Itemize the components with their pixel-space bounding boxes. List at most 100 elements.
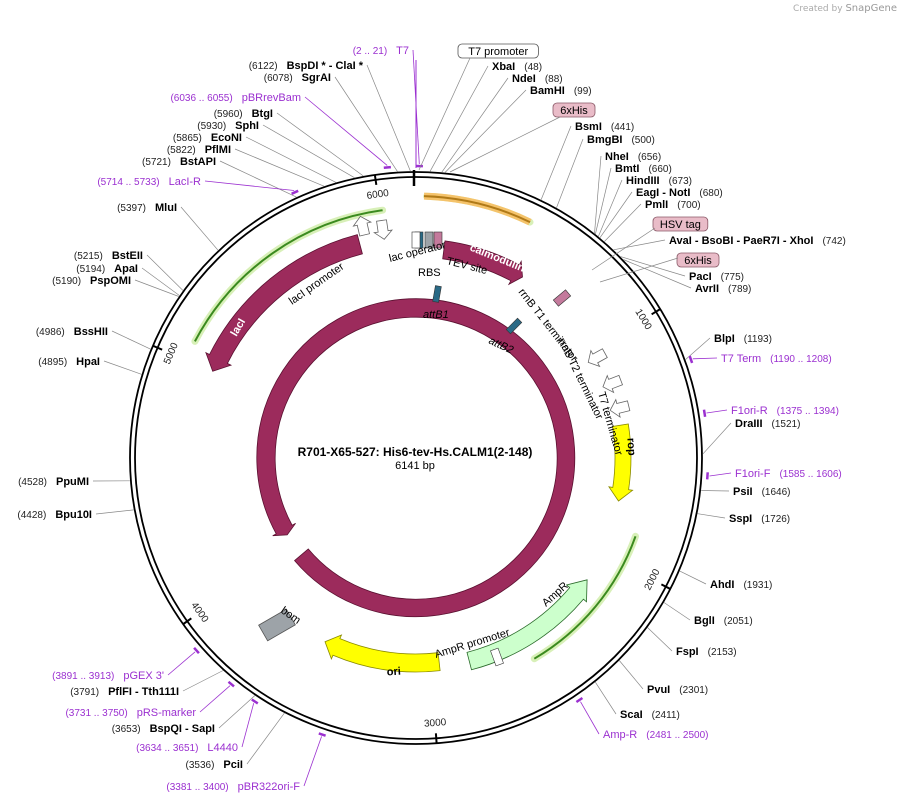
site-scai-leader (595, 681, 617, 715)
boxed-label-1-box (552, 102, 596, 118)
site-bamhi-name: BamHI (530, 85, 565, 97)
primer-pgex-3--name: pGEX 3' (123, 670, 164, 682)
primer-amp-r-pos: (2481 .. 2500) (646, 730, 708, 741)
site-btgi-leader (276, 112, 364, 177)
boxed-label-3-text: 6xHis (684, 255, 712, 267)
terminator-arrow (602, 374, 624, 394)
site-bstapi-name: BstAPI (180, 156, 216, 168)
backbone-outer (129, 171, 703, 745)
feature-ori-label: ori (386, 666, 401, 679)
site-pflfi-tth111i-leader (182, 670, 224, 692)
boxed-label-3-box (676, 252, 720, 268)
site-xbai-leader (429, 65, 489, 172)
site-eagi-noti-pos: (680) (699, 188, 722, 199)
backbone-ring (129, 171, 703, 745)
site-pcii-name: PciI (223, 759, 243, 771)
primer-prs-marker-pos: (3731 .. 3750) (65, 708, 127, 719)
primer-f1ori-f-name: F1ori-F (735, 468, 771, 480)
site-hindiii-leader (598, 179, 623, 237)
tick-2000 (660, 583, 671, 590)
orf-laci (194, 209, 383, 342)
small-feature-box (433, 231, 443, 249)
site-bmgbi-name: BmgBI (587, 134, 622, 146)
primer-pbr322ori-f-mark (318, 732, 327, 737)
site-paci-pos: (775) (721, 272, 744, 283)
tick-5000 (152, 344, 163, 351)
site-pvui-name: PvuI (647, 684, 670, 696)
site-mlui-pos: (5397) (117, 203, 146, 214)
boxed-label-2-box (652, 216, 709, 232)
feature-calmodulin (442, 240, 523, 286)
boxed-label-2-text: HSV tag (660, 219, 701, 231)
site-mlui-leader (180, 206, 219, 251)
site-bmgbi-leader (556, 138, 584, 208)
label-t7-terminator: T7 terminator (595, 391, 625, 458)
site-bsmi-name: BsmI (575, 121, 602, 133)
primer-pbrrevbam-mark (383, 165, 392, 170)
site-bspqi-sapi-pos: (3653) (112, 724, 141, 735)
site-bmti-leader (595, 167, 612, 235)
boxed-label-1-text: 6xHis (560, 105, 588, 117)
site-econi-leader (245, 136, 337, 183)
primer-pbrrevbam-name: pBRrevBam (242, 92, 301, 104)
primer-prs-marker-name: pRS-marker (137, 707, 197, 719)
site-bspdi-clai--leader (366, 64, 411, 172)
site-avrii-pos: (789) (728, 284, 751, 295)
site-bmgbi-pos: (500) (631, 135, 654, 146)
primer-f1ori-r-mark (702, 409, 707, 417)
terminator-arrow (587, 348, 608, 368)
orf-orange-glow (423, 192, 532, 226)
site-eagi-noti-leader (599, 191, 633, 238)
site-sgrai-pos: (6078) (264, 73, 293, 84)
primer-f1ori-r-name: F1ori-R (731, 405, 768, 417)
primer-t7-term-name: T7 Term (721, 353, 761, 365)
site-apai-pos: (5194) (76, 264, 105, 275)
site-nhei-name: NheI (605, 151, 629, 163)
site-avrii-name: AvrII (695, 283, 719, 295)
site-hpai-leader (103, 360, 142, 375)
site-bsshii-name: BssHII (74, 326, 108, 338)
primer-pgex-3--pos: (3891 .. 3913) (52, 671, 114, 682)
site-draiii-leader (702, 422, 732, 455)
tick-3000 (434, 733, 438, 744)
site-econi-pos: (5865) (173, 133, 202, 144)
primer-l4440-leader (241, 703, 255, 748)
site-bsshii-leader (111, 330, 151, 350)
credit-brand: SnapGene (845, 3, 897, 14)
site-avai-bsobi-paer7i-xhoi-pos: (742) (822, 236, 845, 247)
site-ndei-pos: (88) (545, 74, 563, 85)
site-blpi-leader (685, 337, 711, 360)
feature-ampr (466, 579, 588, 671)
site-bmti-name: BmtI (615, 163, 639, 175)
boxed-leader-1 (449, 116, 561, 173)
feature-rop (256, 298, 576, 618)
primer-pbrrevbam-leader (304, 96, 388, 166)
site-pflmi-name: PflMI (205, 144, 231, 156)
site-btgi-pos: (5960) (214, 109, 243, 120)
primer-f1ori-f-pos: (1585 .. 1606) (779, 469, 841, 480)
primer-pbr322ori-f-name: pBR322ori-F (238, 781, 301, 793)
primer-laci-r-mark (291, 189, 299, 195)
site-sphi-leader (262, 124, 355, 179)
site-pflfi-tth111i-pos: (3791) (70, 687, 99, 698)
primer-laci-r-leader (204, 180, 295, 191)
feature-bom (258, 608, 296, 642)
site-pvui-leader (619, 660, 644, 690)
site-draiii-pos: (1521) (772, 419, 801, 430)
site-nhei-leader (594, 155, 602, 234)
site-bsteii-leader (146, 254, 184, 291)
site-hindiii-name: HindIII (626, 175, 660, 187)
site-bpu10i-pos: (4428) (17, 510, 46, 521)
plasmid-name: R701-X65-527: His6-tev-Hs.CALM1(2-148) (298, 445, 533, 459)
site-bgli-name: BglI (694, 615, 715, 627)
site-pspomi-leader (134, 279, 179, 297)
site-pspomi-pos: (5190) (52, 276, 81, 287)
snapgene-credit: Created by SnapGene (793, 3, 897, 14)
orf-orange (423, 195, 531, 224)
tick-label-3000: 3000 (424, 717, 447, 730)
boxed-label-0-box (457, 43, 539, 59)
site-fspi-leader (647, 627, 673, 652)
primer-sites: T7(2 .. 21)T7 Term(1190 .. 1208)F1ori-R(… (52, 45, 842, 793)
